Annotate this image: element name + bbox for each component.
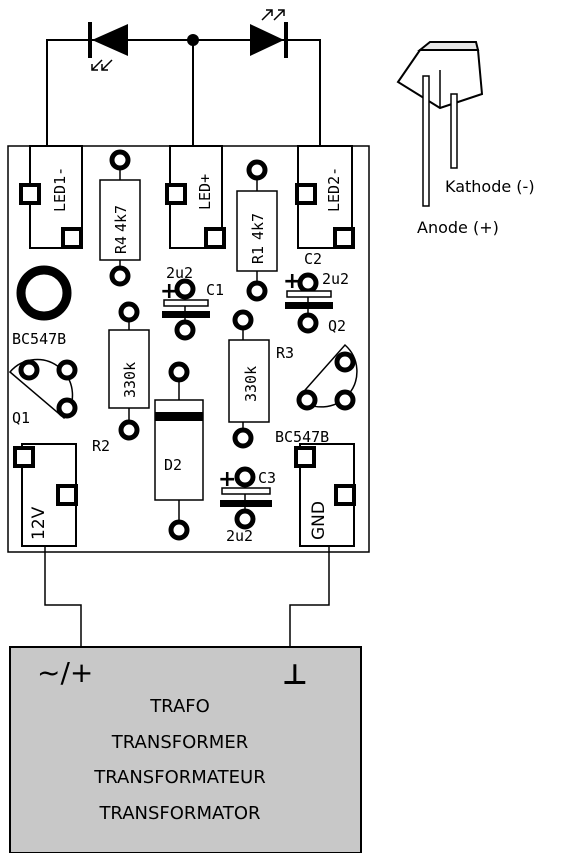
led1-label: LED1-	[51, 167, 69, 212]
transistor-q1: BC547B Q1	[8, 330, 78, 427]
led-side-view	[396, 41, 484, 207]
resistor-r4: 4k7 R4	[99, 149, 141, 287]
led-plus-label: LED+	[196, 174, 214, 210]
gnd-connector: GND	[294, 443, 356, 547]
led1-symbol	[88, 22, 128, 71]
anode-label: Anode (+)	[417, 218, 499, 237]
mounting-hole	[16, 265, 72, 321]
c3-plus: +	[218, 467, 236, 492]
c1-value: 2u2	[166, 264, 193, 282]
r4-label: R4	[112, 236, 130, 254]
transformer-box	[9, 646, 362, 853]
r3-value: 330k	[242, 366, 260, 402]
r3-label: R3	[276, 344, 294, 362]
transformer-name-2: TRANSFORMER	[111, 732, 248, 753]
q2-type: BC547B	[275, 428, 329, 446]
ac-plus-symbol: ~/+	[37, 656, 93, 689]
junction-dot	[187, 34, 199, 46]
led2-label: LED2-	[325, 167, 343, 212]
c3-value: 2u2	[226, 527, 253, 545]
diode-d2: D2	[154, 361, 204, 541]
q1-label: Q1	[12, 409, 30, 427]
c1-plus: +	[160, 279, 178, 304]
q2-label: Q2	[328, 317, 346, 335]
resistor-r2: 330k R2	[92, 301, 150, 455]
power-wires	[44, 546, 330, 647]
capacitor-c2: 2u2 C2 +	[283, 250, 349, 334]
r1-label: R1	[249, 246, 267, 264]
r2-label: R2	[92, 437, 110, 455]
led1-connector: LED1-	[19, 145, 83, 249]
q1-type: BC547B	[12, 330, 66, 348]
resistor-r3: 330k R3	[228, 309, 294, 449]
d2-label: D2	[164, 456, 182, 474]
cathode-label: Kathode (-)	[445, 177, 535, 196]
12v-label: 12V	[29, 506, 49, 540]
r4-value: 4k7	[112, 205, 130, 232]
ground-symbol: ⊥	[282, 658, 308, 691]
transformer-name-3: TRANSFORMATEUR	[93, 767, 266, 788]
transformer-name-1: TRAFO	[149, 696, 210, 717]
12v-connector: 12V	[13, 443, 78, 547]
c3-label: C3	[258, 469, 276, 487]
transformer-name-4: TRANSFORMATOR	[98, 803, 260, 824]
r2-value: 330k	[121, 362, 139, 398]
capacitor-c1: 2u2 C1 +	[160, 264, 224, 341]
transistor-q2: Q2 BC547B	[275, 317, 358, 446]
c1-label: C1	[206, 281, 224, 299]
led2-symbol	[250, 9, 288, 58]
c2-plus: +	[283, 269, 301, 294]
gnd-label: GND	[309, 501, 329, 540]
c2-label: C2	[304, 250, 322, 268]
led-wiring	[46, 39, 321, 148]
r1-value: 4k7	[249, 213, 267, 240]
capacitor-c3: C3 2u2 +	[218, 466, 276, 545]
led2-connector: LED2-	[295, 145, 355, 249]
led-plus-connector: LED+	[165, 145, 226, 249]
c2-value: 2u2	[322, 270, 349, 288]
resistor-r1: 4k7 R1	[236, 159, 278, 302]
